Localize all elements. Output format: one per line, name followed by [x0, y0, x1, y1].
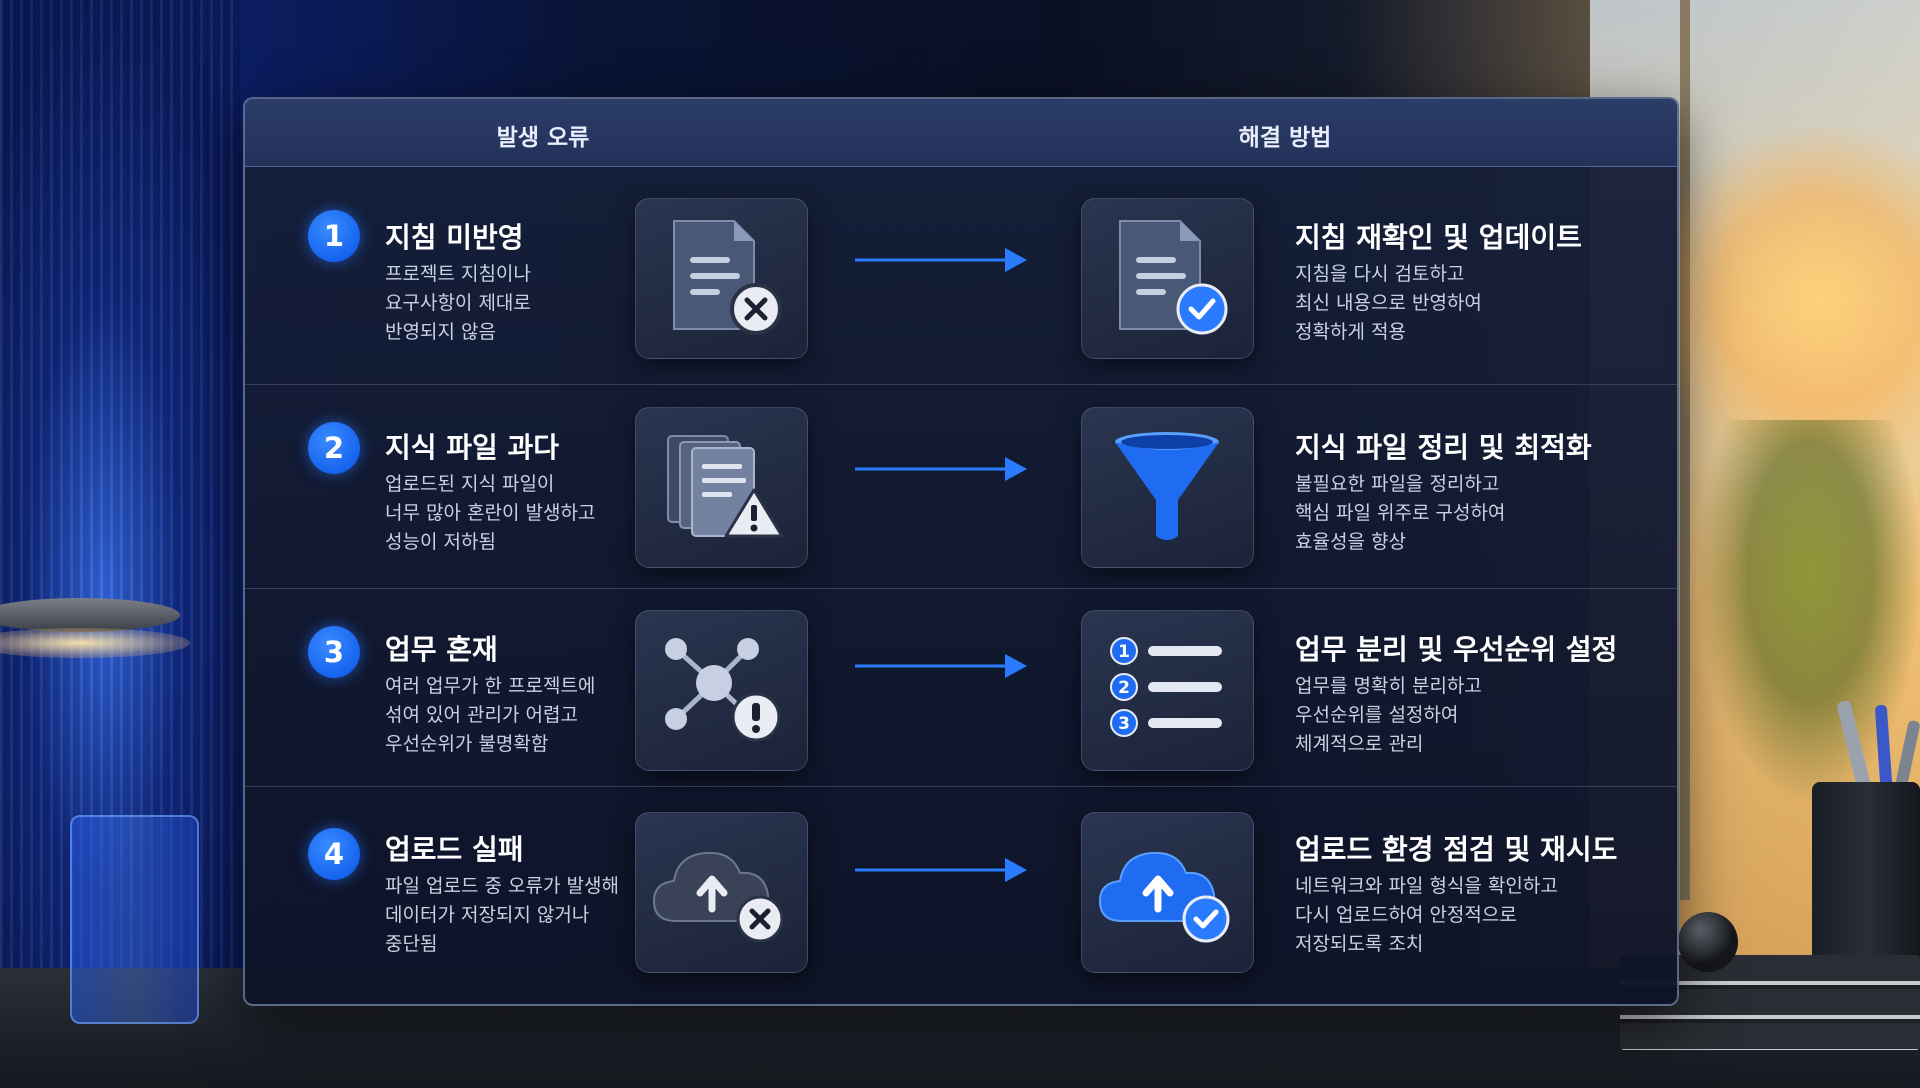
arrow-right-icon: [855, 654, 1027, 678]
funnel-icon: [1081, 407, 1254, 568]
row-divider: [245, 588, 1677, 589]
stacked-files-warning-icon: [635, 407, 808, 568]
arrow-right-icon: [855, 457, 1027, 481]
cloud-upload-check-icon: [1081, 812, 1254, 973]
pen-holder: [1812, 782, 1920, 972]
arrow-right-icon: [855, 248, 1027, 272]
solution-title: 지침 재확인 및 업데이트: [1295, 221, 1582, 254]
row-divider: [245, 384, 1677, 385]
row-number-badge: 1: [308, 210, 360, 262]
numbered-list-icon: 1 2 3: [1081, 610, 1254, 771]
arrow-right-icon: [855, 858, 1027, 882]
svg-text:3: 3: [1118, 714, 1130, 734]
solution-title: 업로드 환경 점검 및 재시도: [1295, 833, 1618, 866]
solution-title: 지식 파일 정리 및 최적화: [1295, 431, 1592, 464]
row-number-badge: 2: [308, 422, 360, 474]
solution-title: 업무 분리 및 우선순위 설정: [1295, 633, 1618, 666]
row-number-badge: 3: [308, 626, 360, 678]
error-title: 지침 미반영: [385, 221, 524, 254]
header-solutions: 해결 방법: [1238, 125, 1332, 151]
svg-text:1: 1: [1118, 642, 1130, 662]
window-frame: [1680, 0, 1690, 900]
network-alert-icon: [635, 610, 808, 771]
error-title: 업무 혼재: [385, 633, 498, 666]
svg-text:2: 2: [1118, 678, 1130, 698]
lamp-light: [0, 628, 190, 658]
panel-header: 발생 오류 해결 방법: [245, 99, 1677, 167]
desk-lamp: [0, 598, 180, 632]
row-divider: [245, 786, 1677, 787]
document-check-icon: [1081, 198, 1254, 359]
cloud-upload-x-icon: [635, 812, 808, 973]
blue-glass: [70, 815, 199, 1024]
document-x-icon: [635, 198, 808, 359]
header-errors: 발생 오류: [496, 125, 590, 151]
error-title: 지식 파일 과다: [385, 431, 560, 464]
row-number-badge: 4: [308, 828, 360, 880]
error-title: 업로드 실패: [385, 833, 524, 866]
decor-ball: [1678, 912, 1738, 972]
